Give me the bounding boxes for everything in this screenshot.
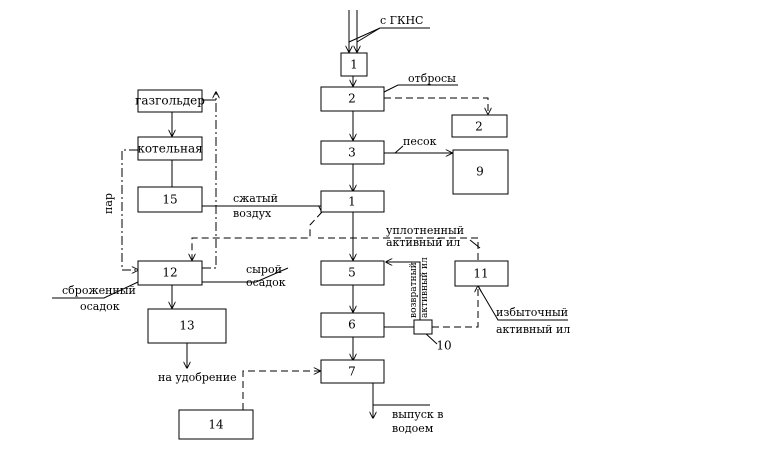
svg-text:5: 5 [348,266,356,280]
raw-leader [202,267,289,283]
block-11: 11 [454,260,509,287]
svg-text:газгольдер: газгольдер [135,94,205,108]
label-from-kns: с ГКНС [380,14,423,27]
label-compressed-air-1: сжатый [233,192,278,205]
waste-leader [383,84,458,93]
svg-text:2: 2 [475,120,483,134]
svg-text:9: 9 [476,165,484,179]
label-excess-1: избыточный [496,306,568,319]
block-boiler: котельная [137,136,203,161]
fermented-leader [52,281,139,299]
block-12: 12 [137,260,203,286]
label-raw-2: осадок [246,276,286,289]
compacted-sludge-line [318,237,479,260]
flow-14-7 [242,371,320,410]
svg-text:котельная: котельная [137,142,202,156]
label-return-2: активный ил [420,257,430,318]
svg-text:13: 13 [179,319,194,333]
label-excess-2: активный ил [496,323,570,336]
svg-text:14: 14 [208,418,224,432]
svg-text:12: 12 [162,266,177,280]
label-compressed-air-2: воздух [233,207,272,220]
label-fermented-1: сброженный [62,284,136,297]
raw-sludge-line [192,211,323,260]
block-3: 3 [320,140,385,165]
compacted-leader [469,239,481,249]
label-fertilizer: на удобрение [158,371,237,384]
svg-text:7: 7 [348,365,356,379]
block-1-top: 1 [340,52,368,77]
label-return-1: возвратный [409,262,419,318]
block-14: 14 [178,409,254,440]
discharge-line [372,383,430,406]
svg-text:15: 15 [162,193,177,207]
label-discharge-1: выпуск в [392,408,443,421]
excess-sludge-line [432,286,478,328]
label-fermented-2: осадок [80,300,120,313]
steam-line [121,149,138,270]
label-steam: пар [102,193,115,214]
sand-leader [394,145,404,154]
block-7: 7 [320,359,385,384]
label-sand: песок [403,135,437,148]
block-10: 10 [413,319,452,353]
block-15: 15 [137,186,203,213]
label-compacted-1: уплотненный [386,224,464,237]
block-gasholder: газгольдер [135,89,205,113]
waste-line [384,97,488,114]
block-6: 6 [320,312,385,338]
biogas-line [202,92,216,269]
block-13: 13 [147,308,227,344]
label-compacted-2: активный ил [386,236,460,249]
svg-text:1: 1 [350,58,358,72]
from-kns-leader-2 [356,27,381,43]
excess-leader [477,285,568,321]
label-raw-1: сырой [246,263,282,276]
block-2-main: 2 [320,86,385,112]
block-9: 9 [452,149,509,195]
block-4: 1 [320,190,385,213]
svg-text:11: 11 [473,267,488,281]
svg-text:6: 6 [348,318,356,332]
svg-text:10: 10 [436,339,451,353]
return-sludge-line [386,262,421,320]
label-waste: отбросы [408,72,456,85]
svg-text:3: 3 [348,146,356,160]
block-2-side: 2 [451,114,508,138]
svg-text:1: 1 [348,195,356,209]
block-5: 5 [320,260,385,286]
label-discharge-2: водоем [392,422,434,435]
svg-text:2: 2 [348,92,356,106]
